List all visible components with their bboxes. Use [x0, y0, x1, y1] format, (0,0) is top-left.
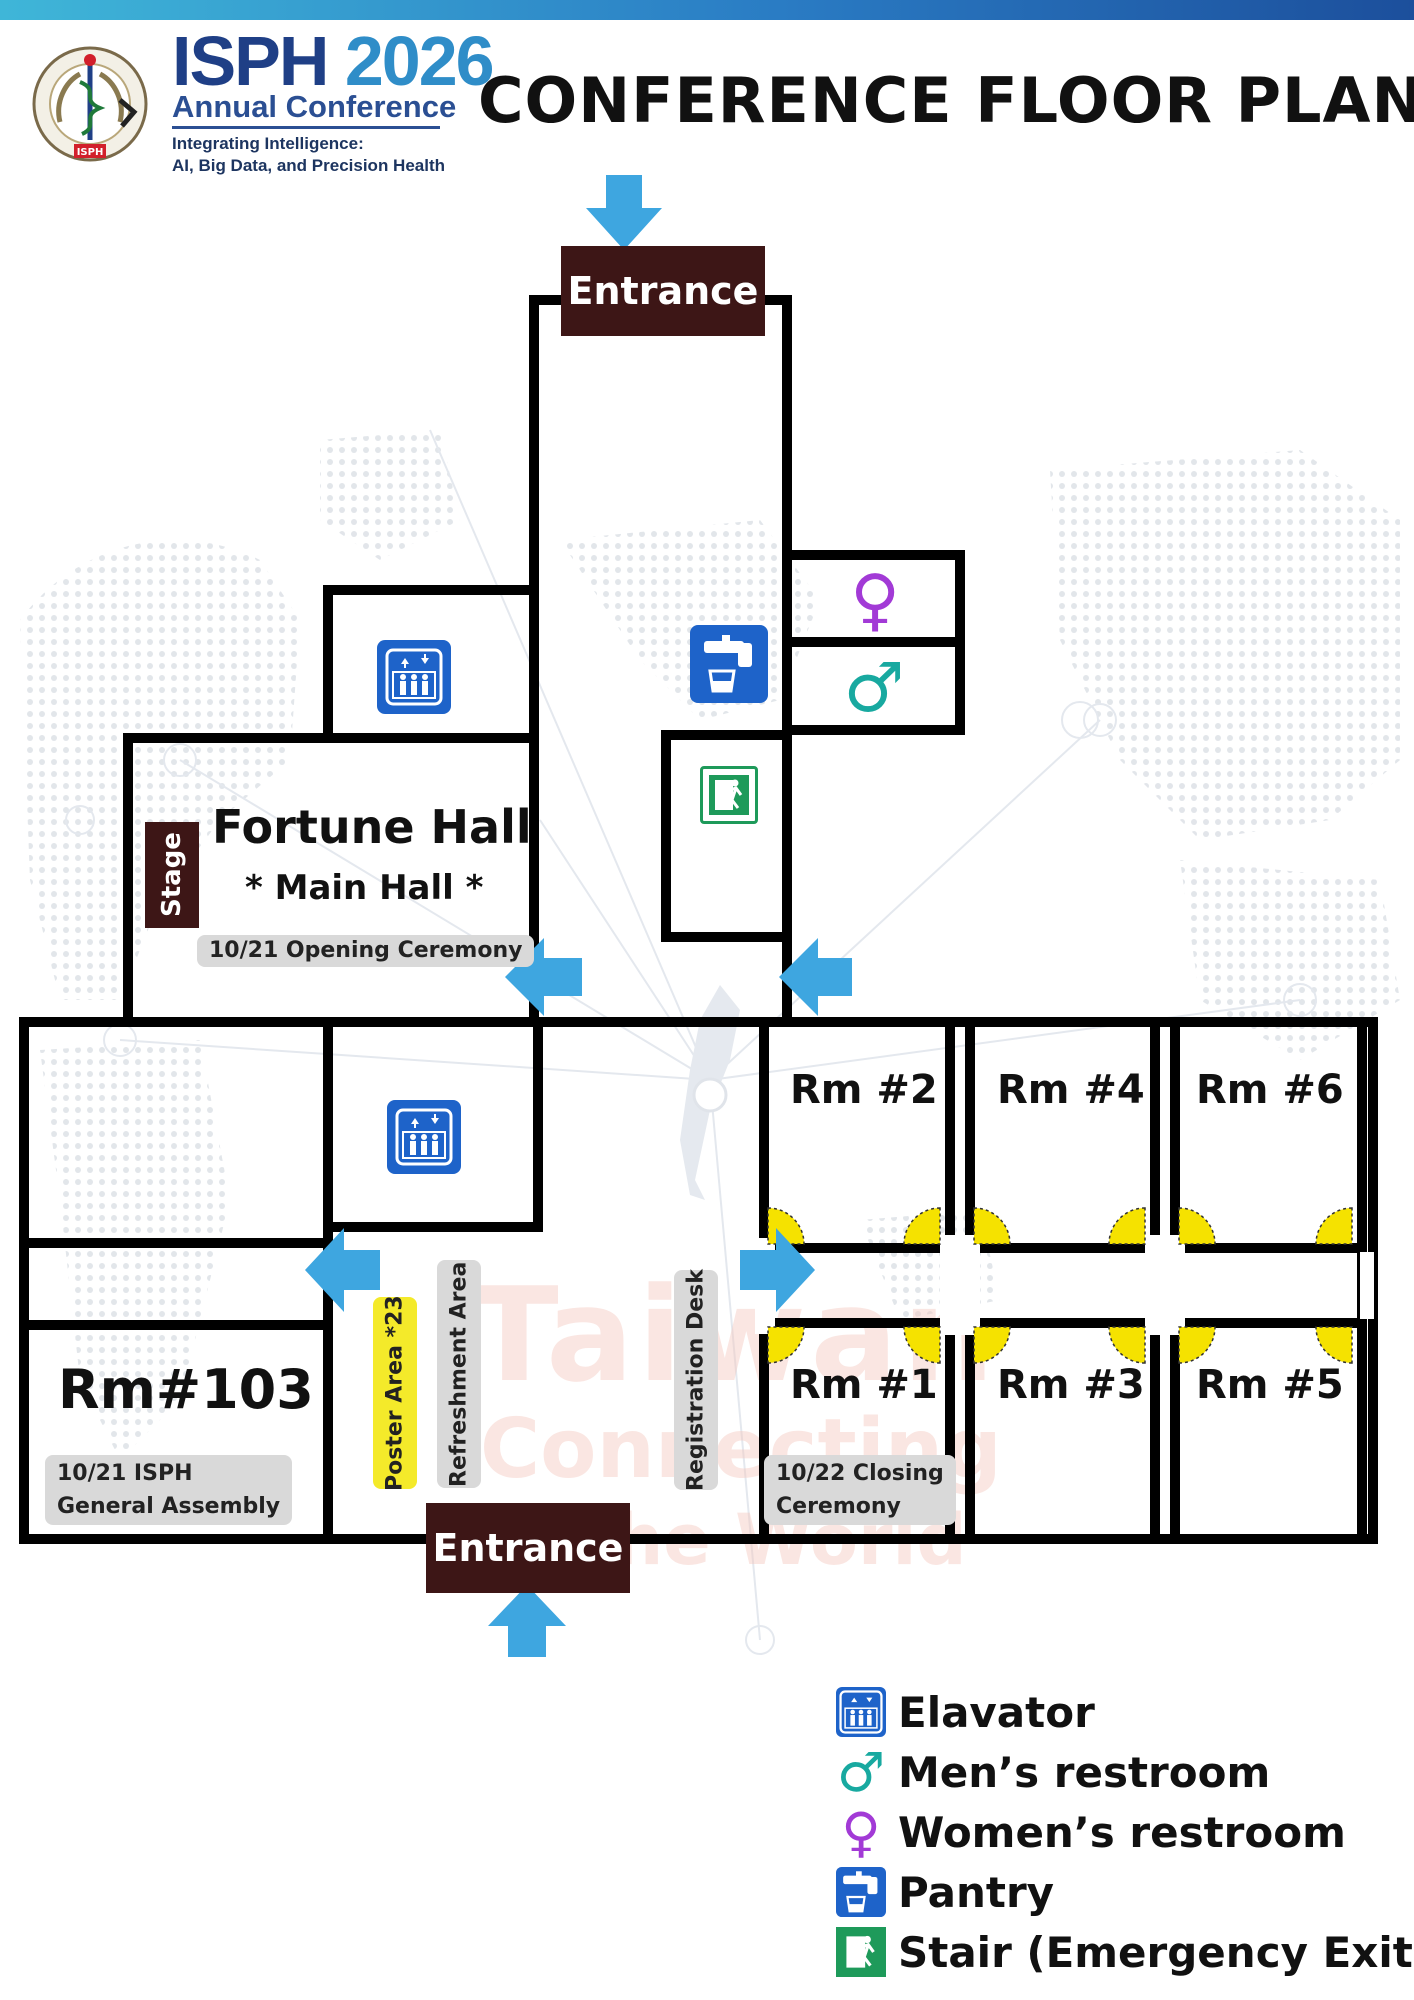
pantry-glyph [704, 635, 752, 693]
legend-label-emergency-exit: Stair (Emergency Exit) [898, 1927, 1414, 1977]
closing-ceremony-line1: 10/22 Closing [776, 1461, 944, 1486]
emergency-exit-glyph [709, 775, 749, 815]
brand-divider [172, 126, 440, 129]
legend-item-mens-restroom: ♂ Men’s restroom [836, 1740, 1271, 1804]
elevator-glyph [395, 1108, 453, 1166]
brand-title: ISPH 2026 [172, 26, 495, 96]
brand-year: 2026 [344, 22, 495, 100]
legend-label-pantry: Pantry [898, 1867, 1055, 1917]
emergency-exit-icon [836, 1927, 886, 1977]
entrance-top[interactable]: Entrance [561, 246, 765, 336]
closing-ceremony-tag: 10/22 Closing Ceremony [764, 1455, 956, 1525]
closing-ceremony-line2: Ceremony [776, 1494, 901, 1519]
womens-restroom-icon: ♀ [841, 1800, 881, 1864]
room-label-rm6[interactable]: Rm #6 [1196, 1067, 1344, 1113]
room-label-rm5[interactable]: Rm #5 [1196, 1362, 1344, 1408]
registration-desk-label[interactable]: Registration Desk [674, 1269, 718, 1491]
legend-label-mens-restroom: Men’s restroom [898, 1747, 1271, 1797]
pantry-icon [690, 625, 768, 703]
legend-label-womens-restroom: Women’s restroom [898, 1807, 1346, 1857]
isph-seal-logo: ISPH [32, 46, 148, 162]
poster-area-label[interactable]: Poster Area *23 [373, 1295, 417, 1491]
emergency-exit-icon [700, 766, 758, 824]
womens-restroom-icon: ♀ [850, 560, 900, 640]
entrance-bottom[interactable]: Entrance [426, 1503, 630, 1593]
brand-name: ISPH [172, 22, 329, 100]
general-assembly-line2: General Assembly [57, 1494, 281, 1519]
brand-tagline-line2: AI, Big Data, and Precision Health [172, 156, 446, 175]
pantry-glyph [836, 1867, 886, 1917]
legend-item-pantry: Pantry [836, 1864, 1054, 1920]
page-title: CONFERENCE FLOOR PLAN [478, 64, 1414, 137]
emergency-exit-glyph [836, 1927, 886, 1977]
room-label-rm4[interactable]: Rm #4 [997, 1067, 1145, 1113]
pantry-icon [836, 1867, 886, 1917]
mens-restroom-icon: ♂ [836, 1740, 886, 1804]
elevator-glyph [836, 1687, 886, 1737]
general-assembly-line1: 10/21 ISPH [57, 1461, 193, 1486]
fortune-hall-subtitle: * Main Hall * [245, 868, 484, 908]
mens-restroom-icon: ♂ [843, 648, 905, 728]
room-label-rm1[interactable]: Rm #1 [790, 1362, 938, 1408]
top-gradient-bar [0, 0, 1414, 20]
legend-item-emergency-exit: Stair (Emergency Exit) [836, 1924, 1414, 1980]
fortune-hall-title[interactable]: Fortune Hall [212, 800, 532, 854]
brand-subtitle: Annual Conference [172, 89, 457, 124]
general-assembly-tag: 10/21 ISPH General Assembly [45, 1455, 293, 1525]
refreshment-area-label[interactable]: Refreshment Area [437, 1260, 481, 1488]
brand-tagline: Integrating Intelligence: AI, Big Data, … [172, 133, 445, 177]
elevator-icon [377, 640, 451, 714]
legend-item-elevator: Elavator [836, 1684, 1095, 1740]
brand-tagline-line1: Integrating Intelligence: [172, 134, 364, 153]
room-label-rm2[interactable]: Rm #2 [790, 1067, 938, 1113]
room-label-rm103[interactable]: Rm#103 [58, 1358, 314, 1421]
opening-ceremony-tag: 10/21 Opening Ceremony [197, 935, 535, 967]
stage-label: Stage [145, 822, 199, 928]
elevator-icon [836, 1687, 886, 1737]
legend-item-womens-restroom: ♀ Women’s restroom [836, 1800, 1346, 1864]
legend-label-elevator: Elavator [898, 1687, 1095, 1737]
seal-text: ISPH [77, 147, 104, 158]
elevator-icon [387, 1100, 461, 1174]
elevator-glyph [385, 648, 443, 706]
room-label-rm3[interactable]: Rm #3 [997, 1362, 1145, 1408]
